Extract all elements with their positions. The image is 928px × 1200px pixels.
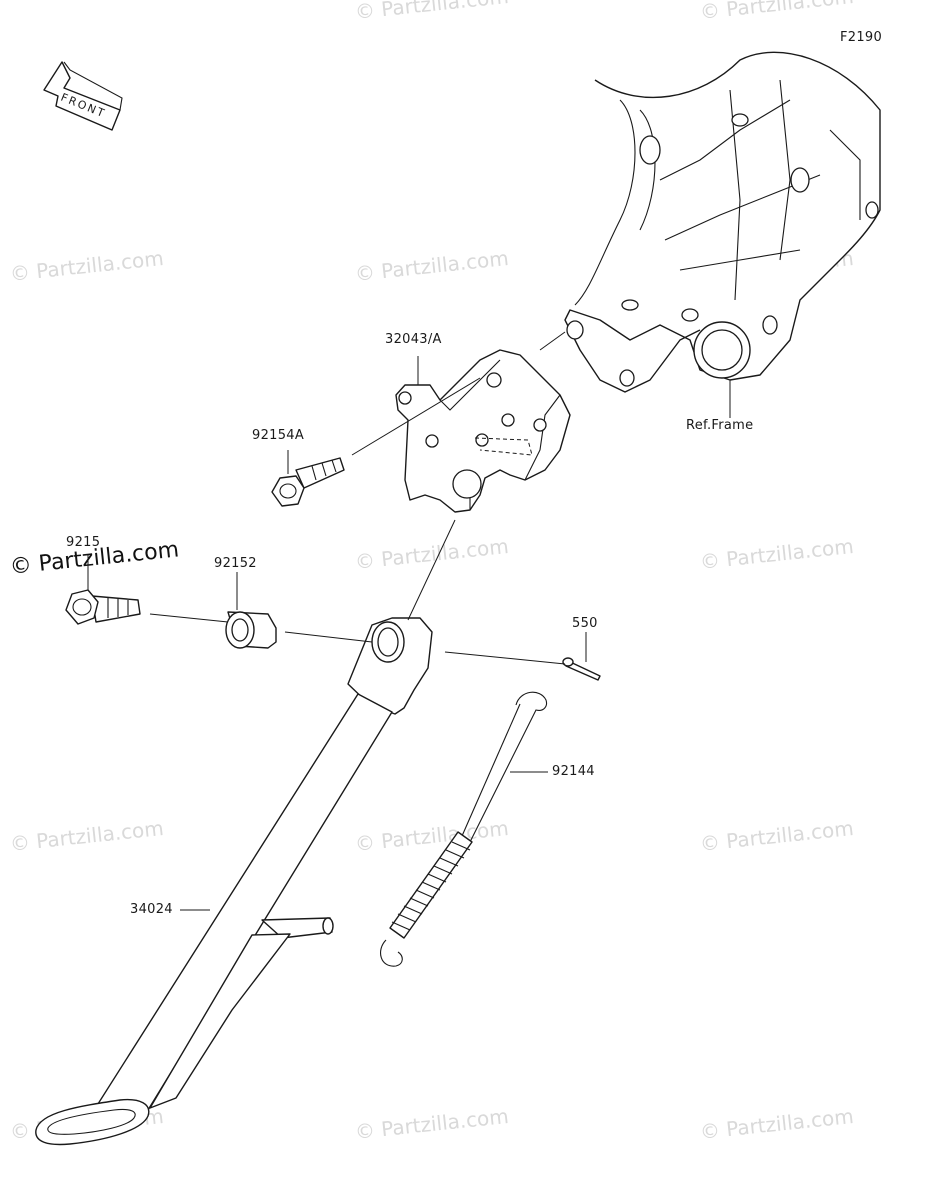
figure-code: F2190 [840, 30, 883, 45]
front-arrow-icon: FRONT [43, 61, 123, 131]
part-label-frame-ref[interactable]: Ref.Frame [686, 418, 754, 433]
bracket-drawing [395, 349, 571, 513]
collar-drawing [225, 611, 277, 649]
cotter-pin-drawing [562, 657, 601, 681]
spring-drawing [380, 691, 548, 967]
leader-lines [87, 331, 731, 911]
part-label-bracket[interactable]: 32043/A [385, 332, 442, 347]
frame-ref-drawing [564, 51, 881, 393]
part-label-cotter-pin[interactable]: 550 [572, 616, 598, 631]
bolt-stand-drawing [65, 589, 141, 625]
side-stand-drawing [35, 617, 433, 1146]
part-label-bolt-bracket[interactable]: 92154A [252, 428, 305, 443]
part-label-side-stand[interactable]: 34024 [130, 902, 173, 917]
part-label-bolt-stand[interactable]: 9215 [66, 535, 101, 550]
part-label-collar[interactable]: 92152 [214, 556, 257, 571]
part-label-spring[interactable]: 92144 [552, 764, 595, 779]
bolt-bracket-drawing [271, 457, 345, 507]
spring-coils [389, 831, 473, 939]
